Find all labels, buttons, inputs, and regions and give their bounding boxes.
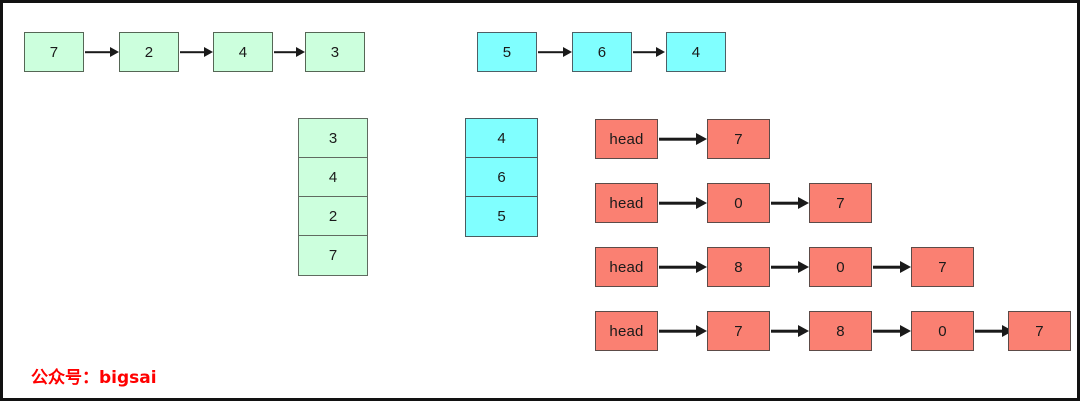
red-row-1-head: head — [595, 183, 658, 223]
cyan-chain-node-2: 4 — [666, 32, 726, 72]
red-row-2-node-2: 7 — [911, 247, 974, 287]
red-row-3-node-2: 0 — [911, 311, 974, 351]
green-stack-cell-2: 2 — [298, 196, 368, 236]
green-chain-node-0: 7 — [24, 32, 84, 72]
red-row-3-node-1: 8 — [809, 311, 872, 351]
watermark-text: 公众号：bigsai — [31, 368, 157, 388]
red-row-1-node-0: 0 — [707, 183, 770, 223]
green-chain-node-3: 3 — [305, 32, 365, 72]
green-stack-cell-1: 4 — [298, 157, 368, 197]
red-row-0-node-0: 7 — [707, 119, 770, 159]
green-chain-node-1: 2 — [119, 32, 179, 72]
red-row-1-node-1: 7 — [809, 183, 872, 223]
green-stack-cell-3: 7 — [298, 235, 368, 276]
red-row-2-head: head — [595, 247, 658, 287]
red-row-0-head: head — [595, 119, 658, 159]
cyan-chain-node-0: 5 — [477, 32, 537, 72]
cyan-stack-cell-2: 5 — [465, 196, 538, 237]
red-row-3-head: head — [595, 311, 658, 351]
cyan-stack-cell-1: 6 — [465, 157, 538, 197]
red-row-3-node-0: 7 — [707, 311, 770, 351]
red-row-2-node-1: 0 — [809, 247, 872, 287]
green-chain-node-2: 4 — [213, 32, 273, 72]
red-row-2-node-0: 8 — [707, 247, 770, 287]
green-stack-cell-0: 3 — [298, 118, 368, 158]
cyan-stack-cell-0: 4 — [465, 118, 538, 158]
red-row-3-node-3: 7 — [1008, 311, 1071, 351]
cyan-chain-node-1: 6 — [572, 32, 632, 72]
